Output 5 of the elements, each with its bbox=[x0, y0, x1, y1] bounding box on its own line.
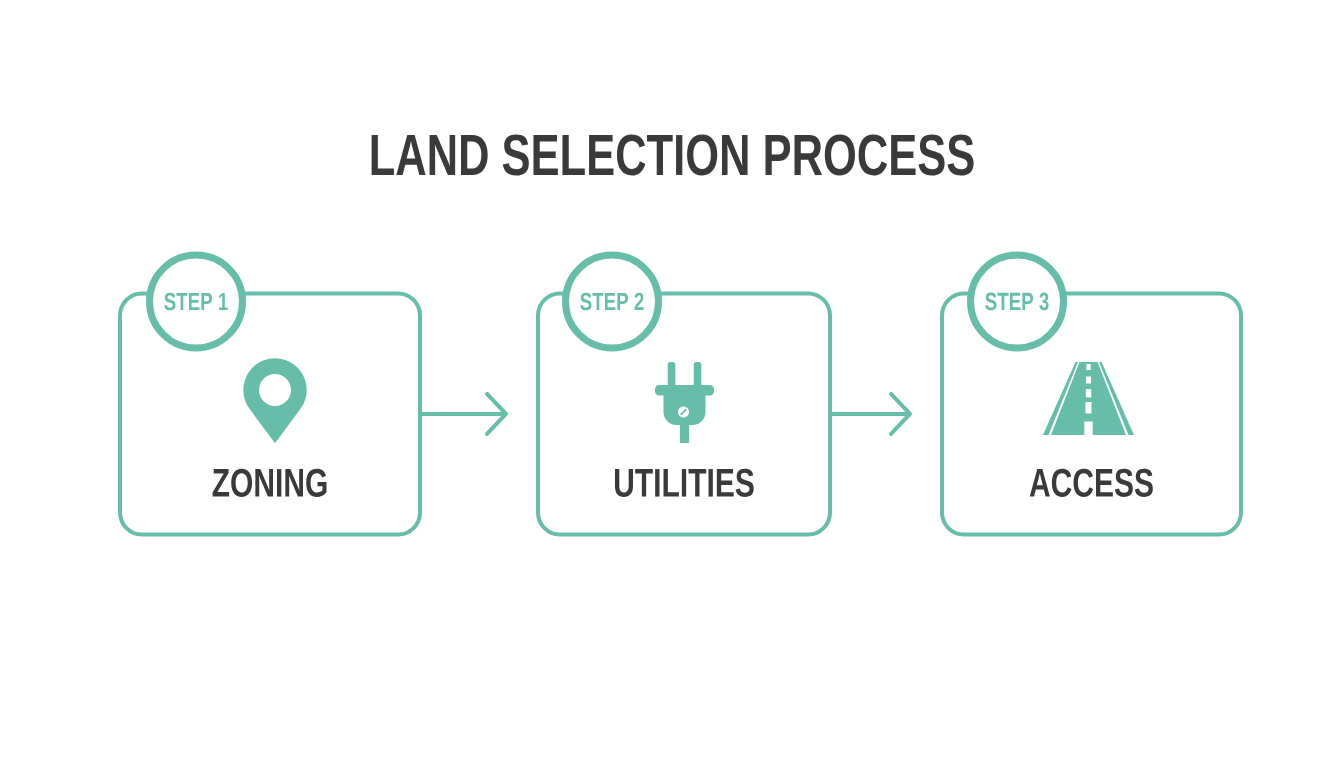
step-badge: STEP 2 bbox=[562, 251, 662, 352]
step-badge: STEP 3 bbox=[967, 251, 1067, 352]
arrow bbox=[420, 392, 508, 436]
step-badge: STEP 1 bbox=[146, 251, 246, 352]
title: LAND SELECTION PROCESS bbox=[371, 134, 974, 176]
